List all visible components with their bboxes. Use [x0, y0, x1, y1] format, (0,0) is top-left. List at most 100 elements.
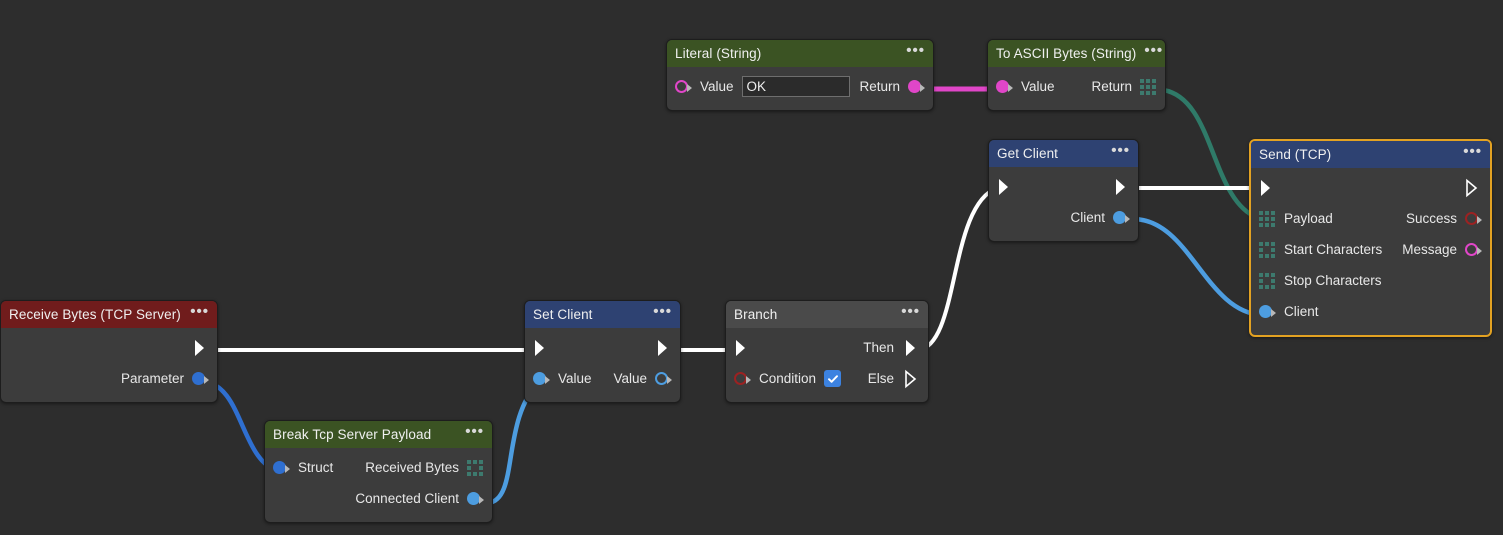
exec-input-arrow-icon[interactable] — [533, 338, 551, 358]
node-menu-icon[interactable]: ••• — [906, 42, 925, 59]
port-client-output[interactable] — [1113, 210, 1130, 225]
row-left: Struct — [273, 460, 333, 475]
port-row-parameter: Parameter — [1, 363, 217, 394]
exec-output-arrow-icon[interactable] — [191, 338, 209, 358]
exec-row — [1251, 172, 1490, 203]
port-row-client: Client — [989, 202, 1138, 233]
port-value-output[interactable] — [655, 371, 672, 386]
node-body: Value OK Return — [667, 67, 933, 110]
exec-output-arrow-icon[interactable] — [1112, 177, 1130, 197]
port-label-struct: Struct — [298, 460, 334, 475]
port-row-struct: Struct Received Bytes — [265, 452, 492, 483]
node-body: Payload Success Start Characters — [1251, 168, 1490, 335]
port-success-output[interactable] — [1465, 211, 1482, 226]
port-start-characters-array-icon[interactable] — [1259, 241, 1276, 258]
row-right: Return — [859, 79, 925, 94]
row-left: Condition — [734, 370, 842, 387]
node-title-label: Get Client — [997, 146, 1059, 161]
row-right: Client — [1070, 210, 1130, 225]
port-label-success: Success — [1405, 211, 1457, 226]
port-client-input[interactable] — [1259, 304, 1276, 319]
exec-input-arrow-icon[interactable] — [734, 338, 752, 358]
node-set-client[interactable]: Set Client ••• Value — [524, 300, 681, 403]
port-label-received-bytes: Received Bytes — [365, 460, 459, 475]
port-row-then: Then — [726, 332, 928, 363]
node-break-tcp-server-payload[interactable]: Break Tcp Server Payload ••• Struct Rece… — [264, 420, 493, 523]
port-label-parameter: Parameter — [120, 371, 184, 386]
node-body: Value Value — [525, 328, 680, 402]
row-right: Received Bytes — [365, 459, 484, 476]
port-label-then: Then — [863, 340, 894, 355]
node-menu-icon[interactable]: ••• — [901, 303, 920, 320]
port-row-client: Client — [1251, 296, 1490, 327]
port-struct-input[interactable] — [273, 460, 290, 475]
node-title-bar[interactable]: Literal (String) ••• — [667, 40, 933, 67]
node-menu-icon[interactable]: ••• — [1463, 143, 1482, 160]
node-title-label: Set Client — [533, 307, 593, 322]
port-connected-client-output[interactable] — [467, 491, 484, 506]
port-condition-input[interactable] — [734, 371, 751, 386]
row-left: Client — [1259, 304, 1319, 319]
port-label-value-out: Value — [613, 371, 647, 386]
exec-else-arrow-outline-icon[interactable] — [902, 369, 920, 389]
node-body: Client — [989, 167, 1138, 241]
node-body: Value Return — [988, 67, 1165, 110]
node-title-label: Break Tcp Server Payload — [273, 427, 432, 442]
node-title-bar[interactable]: Send (TCP) ••• — [1251, 141, 1490, 168]
port-payload-array-icon[interactable] — [1259, 210, 1276, 227]
port-label-message: Message — [1402, 242, 1457, 257]
node-receive-bytes-tcp-server[interactable]: Receive Bytes (TCP Server) ••• Parameter — [0, 300, 218, 403]
condition-checkbox[interactable] — [824, 370, 842, 387]
row-left: Payload — [1259, 210, 1333, 227]
node-title-bar[interactable]: Break Tcp Server Payload ••• — [265, 421, 492, 448]
node-title-bar[interactable]: Receive Bytes (TCP Server) ••• — [1, 301, 217, 328]
node-title-label: Receive Bytes (TCP Server) — [9, 307, 181, 322]
literal-value-input[interactable]: OK — [741, 76, 850, 97]
node-send-tcp[interactable]: Send (TCP) ••• Payload — [1249, 139, 1492, 337]
port-message-output[interactable] — [1465, 242, 1482, 257]
port-label-payload: Payload — [1284, 211, 1333, 226]
port-return-array-icon[interactable] — [1140, 78, 1157, 95]
node-title-bar[interactable]: Branch ••• — [726, 301, 928, 328]
node-to-ascii-bytes-string[interactable]: To ASCII Bytes (String) ••• Value Return — [987, 39, 1166, 111]
port-parameter-output[interactable] — [192, 371, 209, 386]
port-stop-characters-array-icon[interactable] — [1259, 272, 1276, 289]
exec-output-arrow-outline-icon[interactable] — [1464, 178, 1482, 198]
port-row-payload: Payload Success — [1251, 203, 1490, 234]
exec-output-arrow-icon[interactable] — [654, 338, 672, 358]
row-right: Return — [1091, 78, 1157, 95]
port-label-else: Else — [867, 371, 894, 386]
row-right: Parameter — [121, 371, 209, 386]
port-value-input[interactable] — [675, 79, 692, 94]
port-label-client: Client — [1284, 304, 1319, 319]
node-menu-icon[interactable]: ••• — [1111, 142, 1130, 159]
port-value-input[interactable] — [533, 371, 550, 386]
row-left: Start Characters — [1259, 241, 1382, 258]
node-get-client[interactable]: Get Client ••• Client — [988, 139, 1139, 242]
row-right: Message — [1402, 242, 1482, 257]
wire-ascii-return-to-send-payload — [1162, 87, 1259, 221]
exec-input-arrow-icon[interactable] — [997, 177, 1015, 197]
port-row-condition: Condition Else — [726, 363, 928, 394]
node-menu-icon[interactable]: ••• — [1144, 42, 1164, 59]
row-left: Value OK — [675, 76, 850, 97]
exec-then-arrow-icon[interactable] — [902, 338, 920, 358]
node-menu-icon[interactable]: ••• — [653, 303, 672, 320]
node-body: Then Condition Else — [726, 328, 928, 402]
port-return-output[interactable] — [908, 79, 925, 94]
port-label-value-in: Value — [558, 371, 592, 386]
node-branch[interactable]: Branch ••• Then Condition — [725, 300, 929, 403]
node-literal-string[interactable]: Literal (String) ••• Value OK Return — [666, 39, 934, 111]
node-menu-icon[interactable]: ••• — [465, 423, 484, 440]
node-menu-icon[interactable]: ••• — [190, 303, 209, 320]
port-value-input[interactable] — [996, 79, 1013, 94]
row-right: Connected Client — [355, 491, 484, 506]
port-received-bytes-array-icon[interactable] — [467, 459, 484, 476]
exec-input-arrow-icon[interactable] — [1259, 178, 1277, 198]
row-right: Success — [1406, 211, 1482, 226]
port-label-return: Return — [1091, 79, 1132, 94]
node-title-bar[interactable]: To ASCII Bytes (String) ••• — [988, 40, 1165, 67]
node-title-bar[interactable]: Get Client ••• — [989, 140, 1138, 167]
node-title-bar[interactable]: Set Client ••• — [525, 301, 680, 328]
